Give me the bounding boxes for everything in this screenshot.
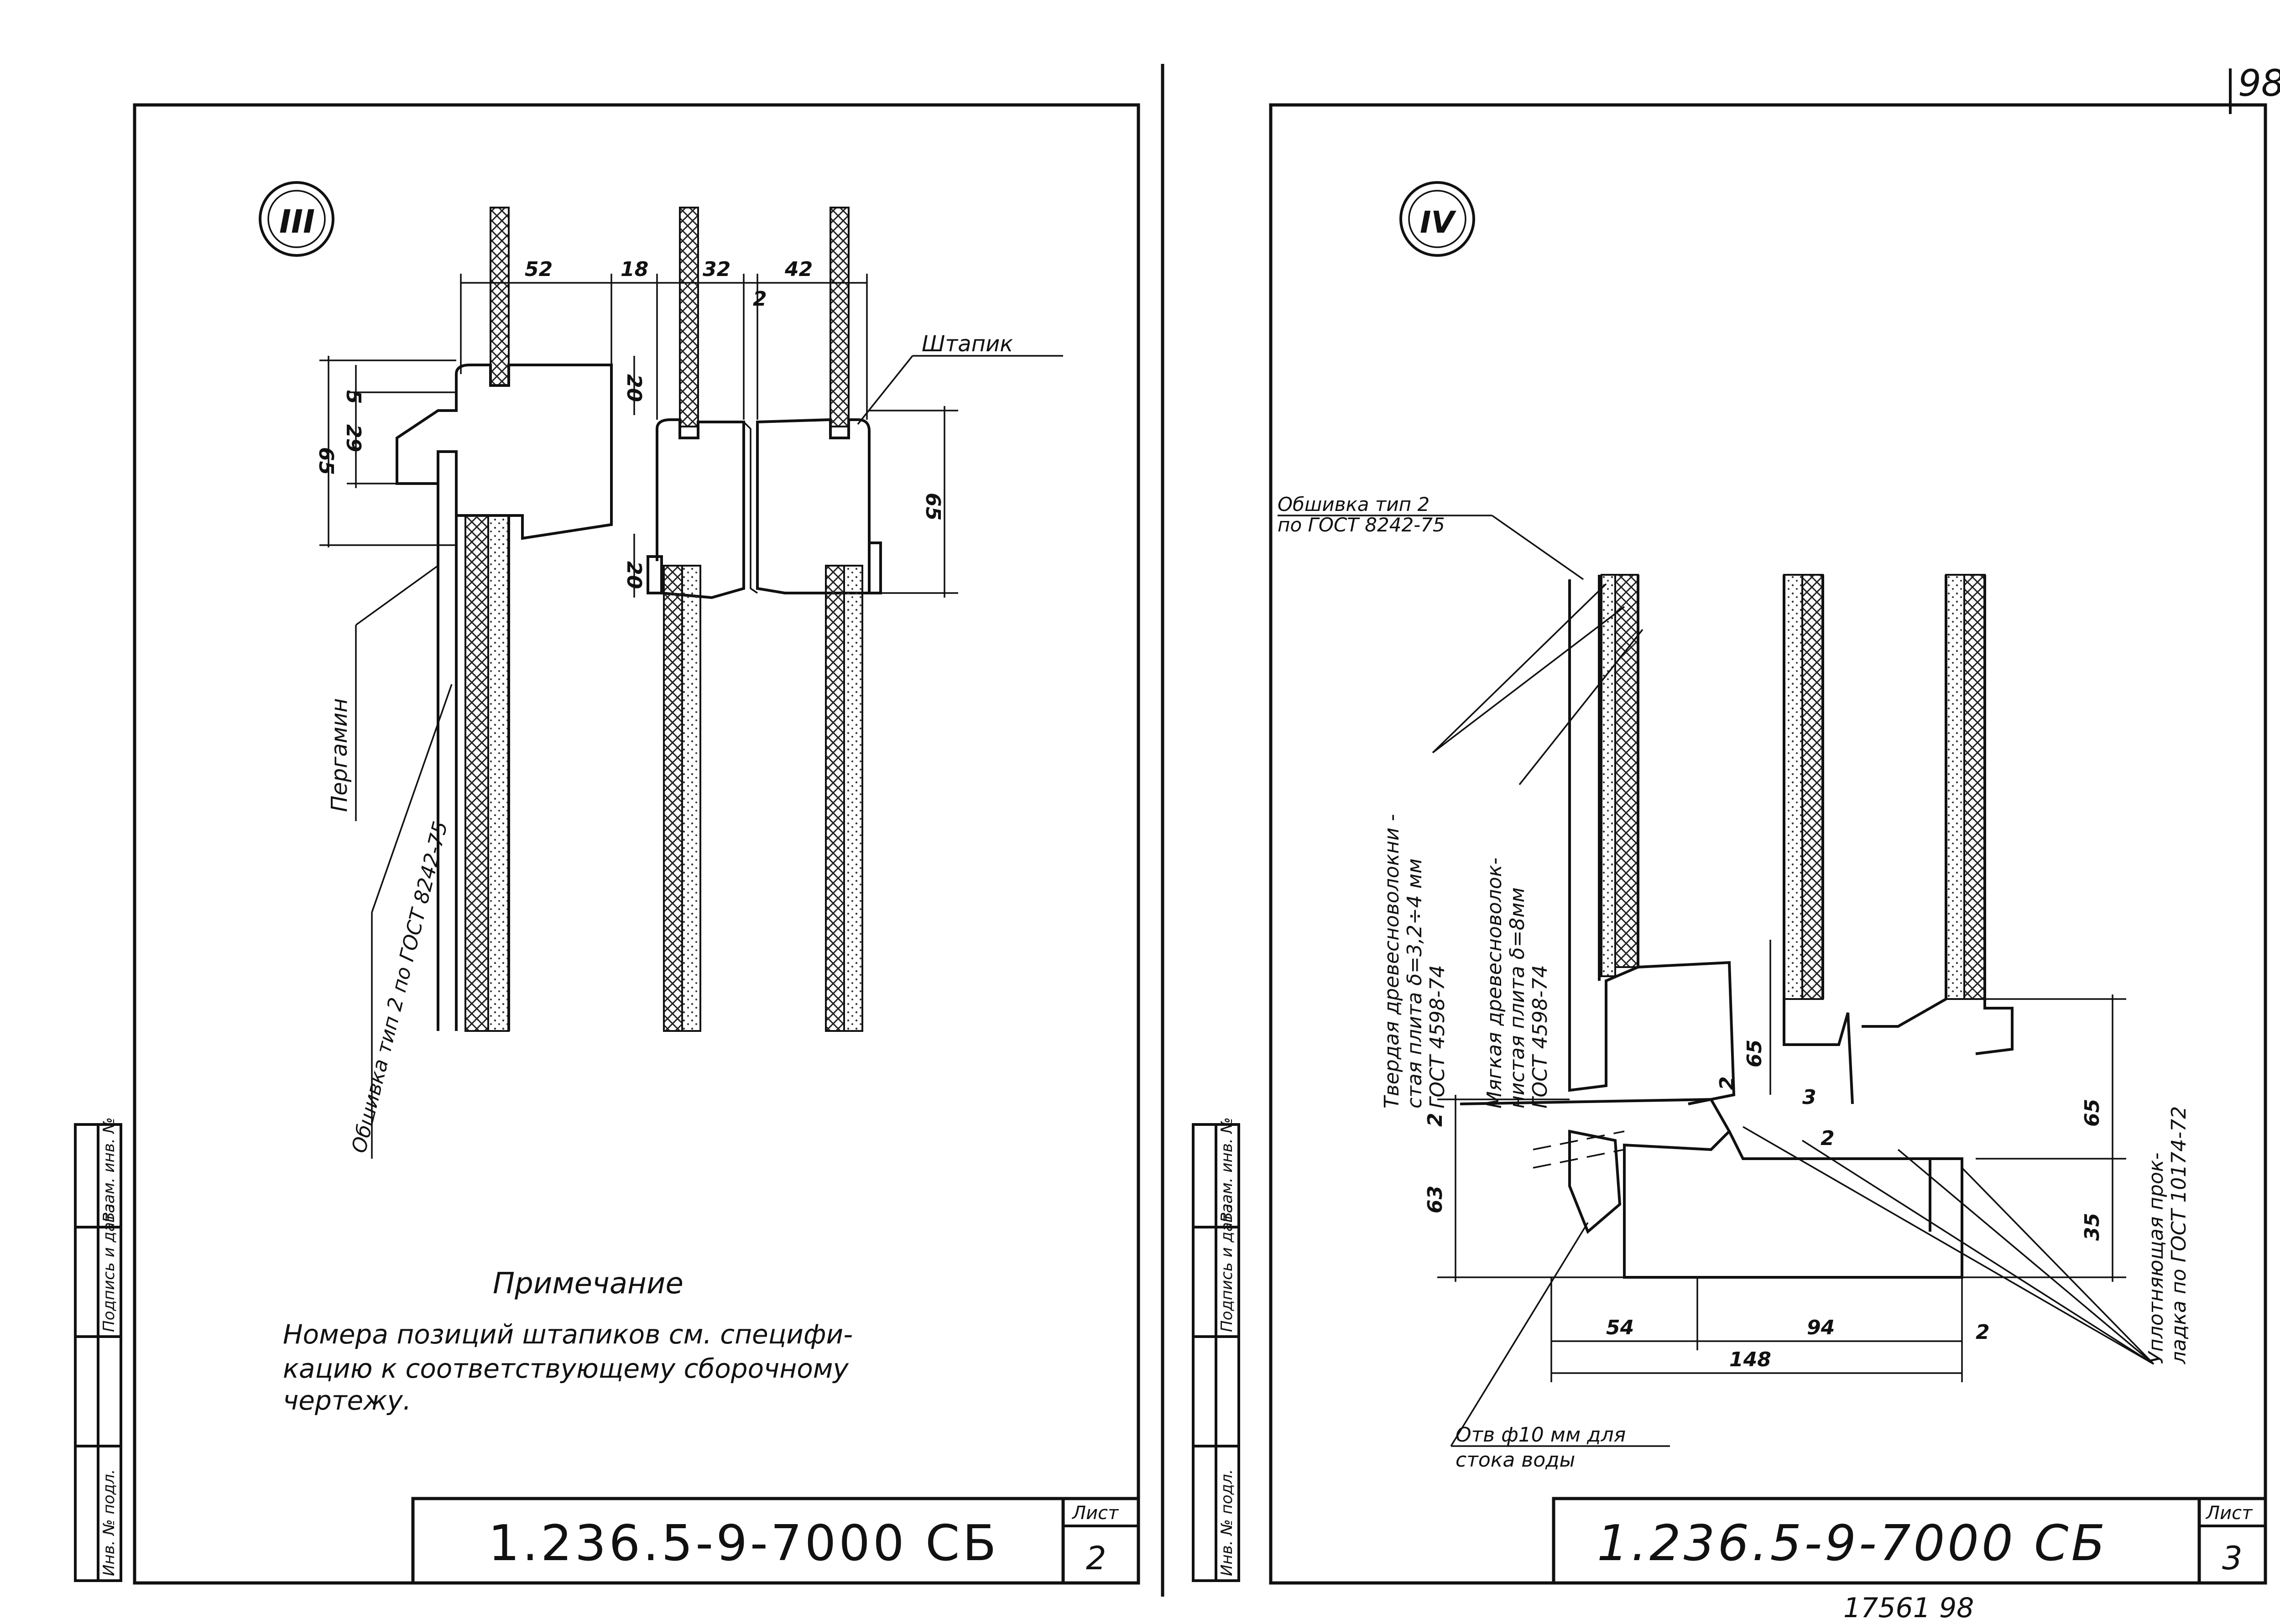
note-title: Примечание	[493, 1267, 683, 1301]
svg-text:94: 94	[1807, 1316, 1835, 1339]
page-number: 98	[2238, 62, 2280, 104]
svg-text:2: 2	[1821, 1127, 1835, 1150]
label-shtapik: Штапик	[922, 331, 1013, 357]
stamp-vzam: Взам. инв. №	[100, 1117, 118, 1223]
node-label-IV: IV	[1399, 181, 1475, 257]
left-stamp-strip: Взам. инв. № Подпись и дата Инв. № подл.	[74, 1117, 122, 1582]
archive-number: 17561 98	[1843, 1592, 1974, 1624]
svg-text:Взам. инв. №: Взам. инв. №	[1218, 1117, 1236, 1223]
svg-text:ГОСТ 4598-74: ГОСТ 4598-74	[1529, 965, 1552, 1109]
doc-code-left: 1.236.5-9-7000 СБ	[488, 1515, 999, 1572]
svg-text:стая плита δ=3,2÷4 мм: стая плита δ=3,2÷4 мм	[1403, 859, 1426, 1109]
svg-text:20: 20	[622, 374, 646, 402]
svg-text:3: 3	[1802, 1086, 1816, 1109]
label-obshivka-left: Обшивка тип 2 по ГОСТ 8242-75	[347, 819, 452, 1155]
sheet-number-right: 3	[2222, 1540, 2243, 1577]
svg-text:2: 2	[1424, 1113, 1447, 1127]
svg-text:Твердая древесноволокни -: Твердая древесноволокни -	[1380, 814, 1403, 1109]
svg-text:Уплотняющая прок-: Уплотняющая прок-	[2144, 1153, 2168, 1364]
left-sheet: Взам. инв. № Подпись и дата Инв. № подл.…	[74, 103, 1140, 1585]
svg-text:65: 65	[1743, 1040, 1766, 1067]
svg-text:нистая плита δ=8мм: нистая плита δ=8мм	[1506, 887, 1529, 1109]
note-line-2: кацию к соответствующему сборочному	[283, 1353, 849, 1384]
sheet-label-right: Лист	[2205, 1503, 2253, 1524]
svg-text:32: 32	[703, 258, 730, 281]
node-label-III: III	[259, 181, 334, 257]
svg-text:52: 52	[525, 258, 553, 281]
svg-text:Обшивка тип 2: Обшивка тип 2	[1278, 493, 1430, 515]
svg-text:ладка по ГОСТ 10174-72: ладка по ГОСТ 10174-72	[2167, 1106, 2191, 1364]
svg-text:65: 65	[314, 447, 338, 475]
svg-text:54: 54	[1606, 1316, 1634, 1339]
svg-text:стока воды: стока воды	[1456, 1448, 1575, 1472]
svg-text:65: 65	[2081, 1099, 2104, 1127]
stamp-inv: Инв. № подл.	[100, 1469, 118, 1576]
svg-text:29: 29	[342, 424, 365, 452]
svg-text:2: 2	[1976, 1321, 1990, 1344]
sheet-number-left: 2	[1086, 1540, 1106, 1577]
svg-text:20: 20	[622, 561, 646, 589]
right-stamp-strip: Взам. инв. № Подпись и дата Инв. № подл.	[1192, 1117, 1240, 1582]
svg-text:42: 42	[784, 258, 813, 281]
sheet-label-left: Лист	[1071, 1503, 1119, 1524]
svg-text:18: 18	[621, 258, 648, 281]
svg-text:Подпись и дата: Подпись и дата	[1218, 1203, 1236, 1332]
svg-text:63: 63	[1424, 1186, 1447, 1213]
svg-text:2: 2	[1716, 1076, 1739, 1090]
svg-text:по ГОСТ 8242-75: по ГОСТ 8242-75	[1278, 514, 1445, 536]
note-line-1: Номера позиций штапиков см. специфи-	[283, 1319, 853, 1350]
svg-text:Мягкая древесноволок-: Мягкая древесноволок-	[1483, 858, 1506, 1109]
label-pergamin: Пергамин	[327, 698, 352, 812]
svg-text:5: 5	[342, 390, 365, 404]
stamp-podpis: Подпись и дата	[100, 1203, 118, 1332]
svg-text:Отв ф10 мм для: Отв ф10 мм для	[1456, 1423, 1626, 1447]
right-title-block: 1.236.5-9-7000 СБ Лист 3	[1552, 1497, 2267, 1585]
svg-text:Инв. № подл.: Инв. № подл.	[1218, 1469, 1236, 1576]
note-line-3: чертежу.	[283, 1385, 411, 1416]
left-title-block: 1.236.5-9-7000 СБ Лист 2	[411, 1497, 1140, 1585]
svg-text:IV: IV	[1420, 205, 1457, 240]
svg-text:2: 2	[753, 287, 767, 311]
svg-text:148: 148	[1729, 1348, 1771, 1371]
doc-code-right: 1.236.5-9-7000 СБ	[1597, 1515, 2108, 1572]
svg-text:III: III	[279, 203, 315, 240]
svg-text:ГОСТ 4598-74: ГОСТ 4598-74	[1426, 965, 1449, 1109]
right-sheet: Взам. инв. № Подпись и дата Инв. № подл.…	[1192, 103, 2267, 1585]
svg-text:35: 35	[2081, 1213, 2104, 1241]
svg-text:65: 65	[921, 493, 944, 521]
